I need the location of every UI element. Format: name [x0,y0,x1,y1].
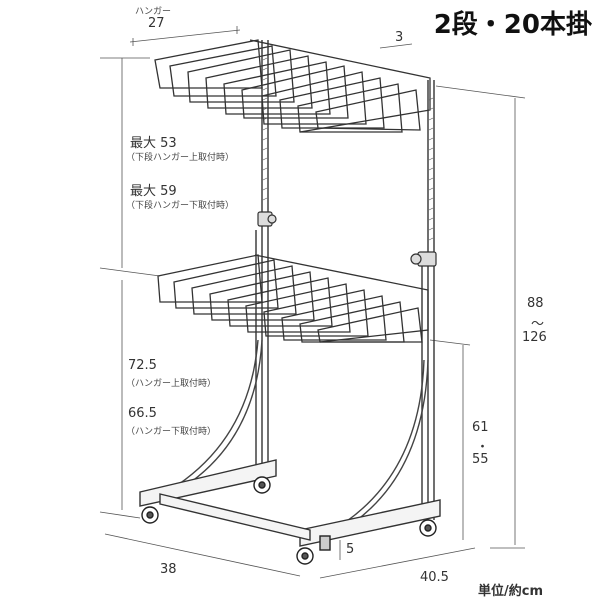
side-arcs [169,339,429,535]
base-frame [139,459,441,547]
unit-label: 単位/約cm [478,584,544,599]
side-height-a: 61 [472,420,489,435]
max-upper-label: 最大 53 [130,136,177,151]
max-lower-note: （下段ハンガー下取付時） [126,201,235,211]
side-height-dot: ・ [476,440,490,455]
total-height-tilde: ～ [531,317,545,332]
depth-value: 40.5 [420,570,449,585]
product-title: 2段・20本掛 [433,10,592,40]
height-knobs [257,211,437,267]
upper-hanger-arms [154,39,431,133]
lower-lower-value: 66.5 [128,406,157,421]
total-height-min: 88 [527,296,544,311]
poles [255,40,435,520]
hanger-width-value: 27 [148,16,165,31]
width-value: 38 [160,562,177,577]
total-height-max: 126 [522,330,547,345]
casters [141,476,437,565]
threaded-pole [262,57,434,241]
lower-lower-note: （ハンガー下取付時） [126,427,217,437]
max-upper-note: （下段ハンガー上取付時） [126,153,235,163]
hanger-gap-value: 3 [395,30,404,45]
lower-upper-note: （ハンガー上取付時） [126,379,217,389]
dimension-lines [99,26,526,579]
lower-hanger-arms [157,254,429,343]
lower-upper-value: 72.5 [128,358,157,373]
caster-height-value: 5 [346,542,355,557]
side-height-b: 55 [472,452,489,467]
max-lower-label: 最大 59 [130,184,177,199]
hanger-label: ハンガー [135,7,172,17]
